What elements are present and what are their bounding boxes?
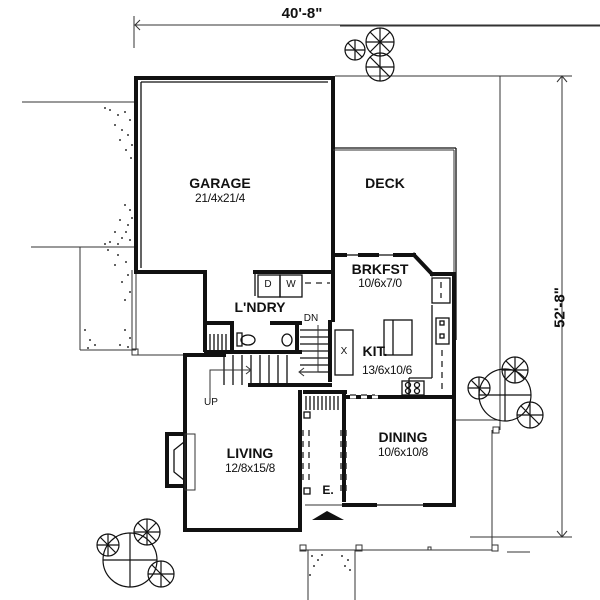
dining-walls [342,394,456,507]
tree-cluster-bottom-left [96,518,175,588]
kitchen-breakfast-walls [331,252,456,412]
entry-walls [298,390,347,532]
living-walls [165,353,302,532]
stairs-down-label: DN [303,313,319,324]
deck-label: DECK [365,175,405,191]
laundry-walls [203,270,330,354]
overall-width-label: 40'-8" [281,5,323,22]
kitchen-size: 13/6x10/6 [361,363,412,377]
ground-stipple [84,107,351,576]
tree-cluster-top [344,27,395,82]
entry-label: E. [322,483,334,497]
garage-label: GARAGE [189,175,251,191]
breakfast-size: 10/6x7/0 [358,276,402,290]
overall-depth-label: 52'-8" [551,287,569,328]
dining-label: DINING [378,429,428,445]
garage-size: 21/4x21/4 [194,191,245,205]
dryer-label: D [264,279,272,290]
stairs [209,320,354,400]
site-lines [22,25,600,600]
living-size: 12/8x15/8 [224,461,275,475]
dining-size: 10/6x10/8 [377,445,428,459]
width-dimension-line [133,16,600,48]
tree-cluster-right [467,356,544,429]
garage-walls [134,76,335,274]
kitchen-label: KIT. [362,343,388,359]
pantry-mark: X [340,346,348,357]
laundry-label: L'NDRY [234,299,286,315]
washer-label: W [286,279,296,290]
breakfast-label: BRKFST [351,261,409,277]
living-label: LIVING [226,445,274,461]
stairs-up-label: UP [204,397,218,408]
